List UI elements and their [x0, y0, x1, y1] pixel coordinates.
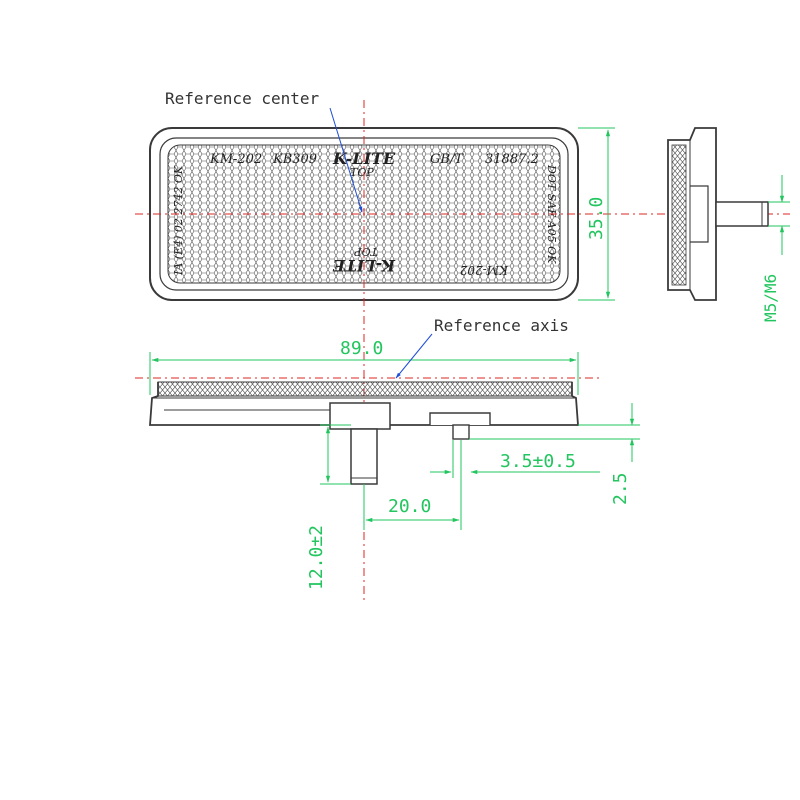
dim-height-label: 35.0 [586, 197, 607, 240]
reflector-code1: KM-202 [209, 152, 262, 167]
reflector-code2: KB309 [272, 152, 317, 167]
reference-center-leader [329, 107, 363, 213]
bottom-step-recess [429, 412, 491, 425]
dim-width-label: 89.0 [340, 338, 383, 359]
reflector-side-left: IA (E4) 02 2742 OK [172, 165, 185, 276]
reference-axis-label: Reference axis [434, 316, 569, 335]
reflector-std1: GB/T [430, 152, 464, 167]
bottom-locating-pin [452, 424, 470, 440]
reflector-bottom-code: KM-202 [460, 263, 509, 277]
bottom-reflector-strip [157, 381, 573, 397]
dim-offset-label: 20.0 [388, 496, 431, 517]
side-reflector-strip [671, 144, 687, 286]
reference-axis-leader [395, 333, 433, 379]
side-stud [715, 201, 769, 227]
bottom-stud [350, 428, 378, 485]
dim-stud-label: 12.0±2 [306, 525, 327, 590]
bottom-view: 89.0 Reference axis 12.0±2 20.0 3.5±0 [135, 316, 640, 590]
side-view: M5/M6 [667, 127, 790, 322]
reflector-bottom-top: TOP [354, 245, 378, 258]
reflector-std2: 31887.2 [485, 152, 539, 167]
front-view: KM-202 KB309 K-LITE TOP GB/T 31887.2 DOT… [135, 89, 790, 600]
dim-thread-label: M5/M6 [761, 274, 780, 322]
dim-stepheight-label: 2.5 [610, 472, 631, 505]
reflector-top: TOP [350, 166, 374, 179]
reference-center-label: Reference center [165, 89, 319, 108]
side-boss [690, 185, 709, 243]
dim-step-label: 3.5±0.5 [500, 451, 576, 472]
